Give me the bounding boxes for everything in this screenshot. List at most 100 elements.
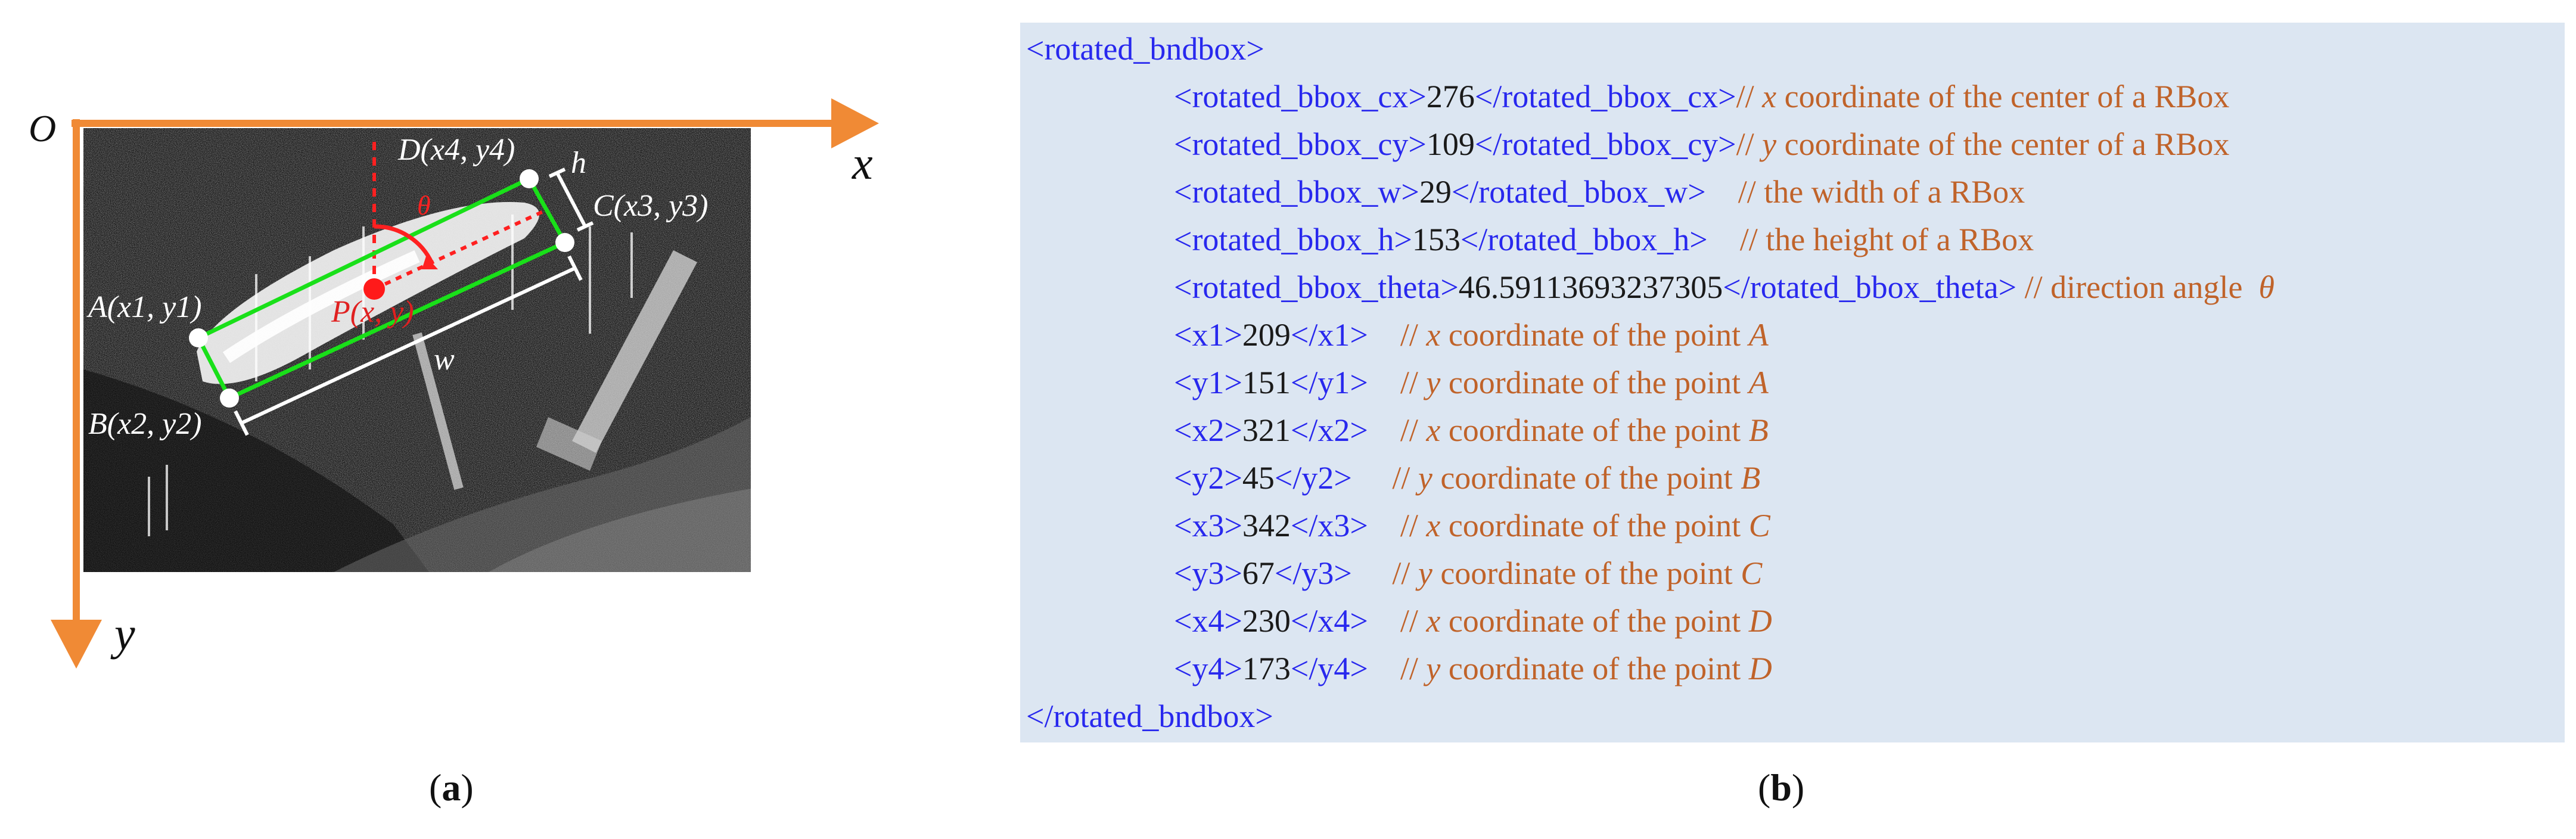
xml-comment-text: direction angle — [2050, 269, 2259, 305]
xml-close-tag: </x2> — [1290, 412, 1368, 448]
xml-comment-prefix: // — [1736, 79, 1763, 114]
xml-comment-point: D — [1748, 651, 1772, 686]
xml-value: 109 — [1426, 126, 1475, 162]
xml-open-root-tag: <rotated_bndbox> — [1026, 31, 1264, 67]
xml-close-tag: </y3> — [1274, 555, 1352, 591]
xml-comment-point: C — [1748, 508, 1770, 543]
h-symbol: h — [571, 146, 586, 180]
xml-field-line: <rotated_bbox_cy>109</rotated_bbox_cy>//… — [1174, 120, 2229, 168]
xml-comment-variable: x — [1426, 603, 1441, 639]
xml-comment-variable: y — [1426, 651, 1441, 686]
xml-close-tag: </rotated_bbox_theta> — [1723, 269, 2017, 305]
xml-close-tag: </rotated_bbox_cy> — [1474, 126, 1736, 162]
xml-field-line: <x2>321</x2> // x coordinate of the poin… — [1174, 406, 1769, 454]
theta-arc — [374, 224, 434, 265]
xml-close-tag: </y4> — [1290, 651, 1368, 686]
xml-comment-point: A — [1748, 317, 1769, 353]
xml-comment-text: coordinate of the center of a RBox — [1776, 79, 2230, 114]
height-dimension-line — [555, 172, 587, 228]
xml-comment-prefix: // — [1368, 317, 1427, 353]
center-direction-line — [373, 208, 548, 291]
origin-label: O — [29, 107, 56, 150]
xml-value: 151 — [1242, 365, 1291, 400]
xml-open-tag: <rotated_bbox_theta> — [1174, 269, 1459, 305]
xml-comment-variable: y — [1418, 460, 1433, 496]
xml-open-tag: <x4> — [1174, 603, 1242, 639]
panel-a-rbox-illustration: O x y A(x1, y1) B(x2, y2) C(x3, — [0, 0, 953, 839]
xml-value: 45 — [1242, 460, 1275, 496]
xml-field-line: <x4>230</x4> // x coordinate of the poin… — [1174, 597, 1772, 645]
center-point-label: P(x, y) — [331, 295, 414, 329]
xml-field-line: <x3>342</x3> // x coordinate of the poin… — [1174, 502, 1770, 549]
sar-rbox-diagram: O x y A(x1, y1) B(x2, y2) C(x3, — [29, 98, 879, 669]
xml-field-line: <y3>67</y3> // y coordinate of the point… — [1174, 549, 1762, 597]
xml-comment-point: A — [1748, 365, 1769, 400]
xml-value: 276 — [1426, 79, 1475, 114]
x-axis-arrow-icon — [831, 98, 879, 148]
point-d-marker — [520, 169, 539, 188]
xml-comment-point: B — [1741, 460, 1761, 496]
xml-open-tag: <rotated_bbox_h> — [1174, 222, 1412, 257]
xml-field-line: <y2>45</y2> // y coordinate of the point… — [1174, 454, 1760, 502]
xml-value: 342 — [1242, 508, 1291, 543]
xml-close-tag: </y2> — [1274, 460, 1352, 496]
caption-b-letter: b — [1770, 766, 1792, 809]
width-dimension-line — [240, 266, 576, 425]
w-symbol: w — [434, 343, 455, 377]
xml-open-tag: <x3> — [1174, 508, 1242, 543]
xml-comment-prefix: // — [1736, 126, 1763, 162]
xml-open-tag: <y4> — [1174, 651, 1242, 686]
xml-value: 209 — [1242, 317, 1291, 353]
xml-comment-prefix: // — [1368, 603, 1427, 639]
xml-close-root-tag: </rotated_bndbox> — [1026, 698, 1273, 734]
point-b-label: B(x2, y2) — [88, 407, 202, 441]
xml-comment-variable: x — [1762, 79, 1777, 114]
y-axis-arrow-icon — [51, 620, 102, 669]
xml-comment-variable: y — [1418, 555, 1433, 591]
point-a-marker — [189, 328, 208, 347]
xml-field-line: <rotated_bbox_theta>46.59113693237305</r… — [1174, 263, 2274, 311]
center-point-marker — [363, 278, 385, 300]
point-a-label: A(x1, y1) — [86, 290, 202, 324]
xml-comment-point: B — [1748, 412, 1769, 448]
xml-field-line: <rotated_bbox_cx>276</rotated_bbox_cx>//… — [1174, 73, 2229, 120]
xml-comment-prefix: // — [1368, 365, 1427, 400]
point-c-marker — [555, 233, 574, 252]
xml-comment-text: coordinate of the point — [1432, 460, 1741, 496]
xml-comment-text: coordinate of the point — [1440, 508, 1749, 543]
xml-comment-text: coordinate of the point — [1432, 555, 1741, 591]
xml-value: 230 — [1242, 603, 1291, 639]
xml-open-tag: <rotated_bbox_cx> — [1174, 79, 1427, 114]
xml-comment-text: coordinate of the point — [1440, 651, 1749, 686]
caption-b: (b) — [1758, 766, 1805, 809]
xml-field-line: <x1>209</x1> // x coordinate of the poin… — [1174, 311, 1769, 359]
xml-comment-variable: y — [1762, 126, 1777, 162]
axes: O x y — [29, 98, 879, 669]
xml-comment-text: coordinate of the point — [1440, 603, 1749, 639]
xml-comment-text: the height of a RBox — [1766, 222, 2034, 257]
xml-comment-point: θ — [2258, 269, 2274, 305]
y-axis-label: y — [110, 608, 135, 660]
xml-value: 67 — [1242, 555, 1275, 591]
xml-value: 29 — [1419, 174, 1452, 210]
xml-open-tag: <y3> — [1174, 555, 1242, 591]
xml-field-line: <y4>173</y4> // y coordinate of the poin… — [1174, 645, 1772, 692]
xml-open-tag: <rotated_bbox_cy> — [1174, 126, 1427, 162]
xml-field-line: <rotated_bbox_h>153</rotated_bbox_h> // … — [1174, 216, 2034, 263]
xml-comment-variable: x — [1426, 317, 1441, 353]
xml-open-tag: <y1> — [1174, 365, 1242, 400]
xml-close-tag: </rotated_bbox_w> — [1451, 174, 1706, 210]
xml-comment-prefix: // — [1368, 508, 1427, 543]
xml-comment-prefix: // — [1368, 651, 1427, 686]
xml-comment-prefix: // — [1705, 174, 1764, 210]
xml-comment-prefix: // — [1351, 555, 1418, 591]
xml-comment-variable: x — [1426, 412, 1441, 448]
xml-value: 46.59113693237305 — [1458, 269, 1723, 305]
xml-value: 321 — [1242, 412, 1291, 448]
x-axis-label: x — [852, 137, 873, 189]
xml-comment-text: coordinate of the point — [1440, 412, 1749, 448]
xml-comment-prefix: // — [1351, 460, 1418, 496]
xml-open-tag: <y2> — [1174, 460, 1242, 496]
panel-b-xml-annotation: <rotated_bndbox> <rotated_bbox_cx>276</r… — [1020, 23, 2565, 742]
point-c-label: C(x3, y3) — [593, 189, 708, 223]
